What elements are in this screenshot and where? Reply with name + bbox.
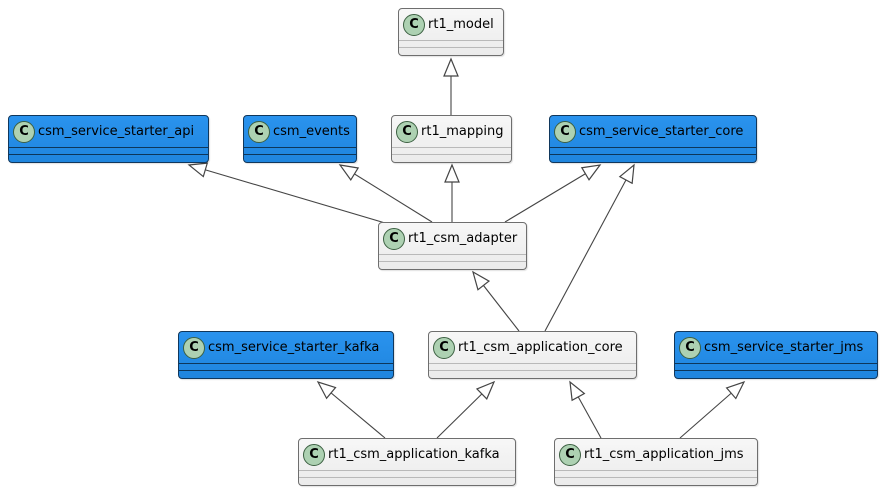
- edge-rt1_csm_application_jms-extends-rt1_csm_application_core: [569, 380, 602, 439]
- class-title: C rt1_mapping: [392, 116, 511, 147]
- fields-compartment: [550, 147, 756, 154]
- class-csm_events: C csm_events: [243, 115, 357, 163]
- fields-compartment: [675, 363, 877, 370]
- class-icon: C: [396, 120, 418, 143]
- class-title: C csm_service_starter_kafka: [179, 332, 393, 363]
- class-icon: C: [433, 336, 455, 359]
- methods-compartment: [399, 47, 503, 55]
- class-rt1_csm_application_kafka: C rt1_csm_application_kafka: [298, 438, 516, 486]
- methods-compartment: [550, 154, 756, 162]
- class-csm_service_starter_kafka: C csm_service_starter_kafka: [178, 331, 394, 379]
- edge-rt1_csm_adapter-extends-csm_service_starter_api: [187, 162, 386, 224]
- class-title: C rt1_csm_application_core: [429, 332, 636, 363]
- class-icon: C: [183, 336, 205, 359]
- class-name: rt1_csm_application_jms: [584, 447, 744, 462]
- class-icon: C: [679, 336, 701, 359]
- fields-compartment: [392, 147, 511, 154]
- class-name: rt1_model: [428, 17, 494, 32]
- class-name: csm_service_starter_kafka: [208, 340, 380, 355]
- class-name: rt1_mapping: [421, 124, 504, 139]
- class-name: rt1_csm_adapter: [408, 231, 518, 246]
- class-icon: C: [559, 443, 581, 466]
- class-rt1_model: C rt1_model: [398, 8, 504, 56]
- class-csm_service_starter_core: C csm_service_starter_core: [549, 115, 757, 163]
- fields-compartment: [299, 470, 515, 477]
- class-name: csm_service_starter_core: [579, 124, 744, 139]
- methods-compartment: [392, 154, 511, 162]
- class-csm_service_starter_jms: C csm_service_starter_jms: [674, 331, 878, 379]
- class-icon: C: [403, 13, 425, 36]
- edge-rt1_csm_application_core-extends-csm_service_starter_core: [544, 163, 635, 332]
- class-title: C csm_service_starter_core: [550, 116, 756, 147]
- fields-compartment: [379, 254, 526, 261]
- fields-compartment: [244, 147, 356, 154]
- class-title: C csm_service_starter_api: [9, 116, 208, 147]
- class-csm_service_starter_api: C csm_service_starter_api: [8, 115, 209, 163]
- fields-compartment: [399, 40, 503, 47]
- class-title: C rt1_csm_application_jms: [555, 439, 757, 470]
- class-rt1_csm_adapter: C rt1_csm_adapter: [378, 222, 527, 270]
- class-title: C csm_service_starter_jms: [675, 332, 877, 363]
- methods-compartment: [179, 370, 393, 378]
- methods-compartment: [675, 370, 877, 378]
- methods-compartment: [9, 154, 208, 162]
- methods-compartment: [244, 154, 356, 162]
- methods-compartment: [555, 477, 757, 485]
- class-title: C rt1_model: [399, 9, 503, 40]
- fields-compartment: [9, 147, 208, 154]
- fields-compartment: [429, 363, 636, 370]
- class-title: C rt1_csm_application_kafka: [299, 439, 515, 470]
- edge-rt1_csm_application_kafka-extends-rt1_csm_application_core: [436, 380, 496, 439]
- class-icon: C: [554, 120, 576, 143]
- class-name: rt1_csm_application_kafka: [328, 447, 500, 462]
- fields-compartment: [179, 363, 393, 370]
- class-name: csm_service_starter_api: [38, 124, 195, 139]
- class-name: csm_service_starter_jms: [704, 340, 864, 355]
- methods-compartment: [379, 261, 526, 269]
- edge-rt1_csm_application_kafka-extends-csm_service_starter_kafka: [316, 380, 386, 439]
- class-icon: C: [383, 227, 405, 250]
- class-title: C rt1_csm_adapter: [379, 223, 526, 254]
- class-name: rt1_csm_application_core: [458, 340, 623, 355]
- class-rt1_csm_application_core: C rt1_csm_application_core: [428, 331, 637, 379]
- edge-rt1_csm_application_core-extends-rt1_csm_adapter: [472, 270, 520, 332]
- edge-rt1_csm_adapter-extends-csm_events: [338, 164, 433, 223]
- class-rt1_mapping: C rt1_mapping: [391, 115, 512, 163]
- class-icon: C: [303, 443, 325, 466]
- methods-compartment: [429, 370, 636, 378]
- class-name: csm_events: [273, 124, 350, 139]
- fields-compartment: [555, 470, 757, 477]
- class-rt1_csm_application_jms: C rt1_csm_application_jms: [554, 438, 758, 486]
- class-icon: C: [13, 120, 35, 143]
- edge-rt1_csm_application_jms-extends-csm_service_starter_jms: [679, 380, 746, 439]
- edge-rt1_csm_adapter-extends-csm_service_starter_core: [504, 164, 602, 223]
- methods-compartment: [299, 477, 515, 485]
- class-title: C csm_events: [244, 116, 356, 147]
- class-icon: C: [248, 120, 270, 143]
